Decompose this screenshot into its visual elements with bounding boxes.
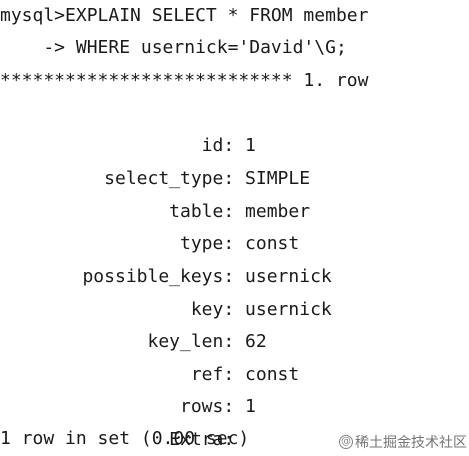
- field-value: 62: [245, 330, 267, 352]
- field-colon: :: [223, 395, 246, 417]
- field-name: id: [201, 134, 224, 156]
- field-colon: :: [223, 232, 246, 254]
- field-row-rows: rows: 1: [0, 358, 256, 417]
- field-row-ref: ref: const: [0, 326, 299, 385]
- field-name: key_len: [147, 330, 224, 352]
- field-colon: :: [223, 330, 246, 352]
- field-colon: :: [223, 298, 246, 320]
- watermark: @ 稀土掘金技术社区: [339, 428, 469, 456]
- field-row-id: id: 1: [0, 97, 256, 156]
- row-separator: *************************** 1. row: [0, 70, 369, 91]
- command-line-2: -> WHERE usernick='David'\G;: [0, 37, 347, 58]
- field-row-type: type: const: [0, 195, 299, 254]
- field-row-extra: Extra:: [0, 391, 245, 450]
- field-value: 1: [245, 395, 256, 417]
- at-icon: @: [339, 435, 353, 449]
- field-row-possible-keys: possible_keys: usernick: [0, 228, 331, 287]
- field-colon: :: [223, 167, 246, 189]
- field-value: member: [245, 200, 311, 222]
- field-name: table: [169, 200, 224, 222]
- field-row-select-type: select_type: SIMPLE: [0, 130, 310, 189]
- field-name: possible_keys: [82, 265, 224, 287]
- field-value: SIMPLE: [245, 167, 311, 189]
- field-colon: :: [223, 428, 246, 450]
- field-value: const: [245, 232, 300, 254]
- field-row-key-len: key_len: 62: [0, 293, 267, 352]
- field-colon: :: [223, 363, 246, 385]
- field-colon: :: [223, 265, 246, 287]
- field-name: Extra: [169, 428, 224, 450]
- field-row-key: key: usernick: [0, 261, 332, 320]
- field-name: key: [190, 298, 224, 320]
- field-value: usernick: [245, 298, 332, 320]
- field-name: rows: [180, 395, 224, 417]
- field-row-table: table: member: [0, 163, 310, 222]
- field-name: ref: [190, 363, 224, 385]
- field-colon: :: [223, 200, 246, 222]
- result-summary: 1 row in set (0.00 sec): [0, 428, 250, 449]
- field-value: usernick: [245, 265, 332, 287]
- field-name: type: [180, 232, 224, 254]
- field-name: select_type: [104, 167, 224, 189]
- watermark-text: 稀土掘金技术社区: [355, 435, 467, 451]
- field-value: const: [245, 363, 300, 385]
- field-colon: :: [223, 134, 246, 156]
- field-value: 1: [245, 134, 256, 156]
- command-line-1: mysql>EXPLAIN SELECT * FROM member: [0, 5, 369, 26]
